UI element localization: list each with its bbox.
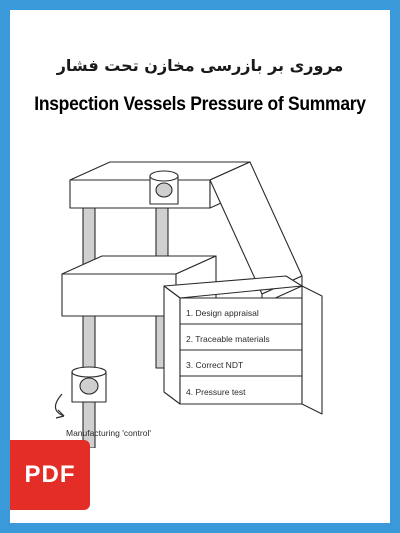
clamp-illustration: 1. Design appraisal 2. Traceable materia… — [54, 161, 323, 448]
layer-label-1: 1. Design appraisal — [186, 308, 259, 318]
cover-title-persian: مروری بر بازرسی مخازن تحت فشار — [56, 56, 344, 75]
cover-title-english: Inspection Vessels Pressure of Summary — [34, 94, 366, 115]
figure-caption: Manufacturing 'control' — [66, 428, 151, 438]
pdf-badge: PDF — [10, 440, 90, 510]
layer-label-2: 2. Traceable materials — [186, 334, 270, 344]
layer-label-3: 3. Correct NDT — [186, 360, 243, 370]
layer-label-4: 4. Pressure test — [186, 387, 246, 397]
